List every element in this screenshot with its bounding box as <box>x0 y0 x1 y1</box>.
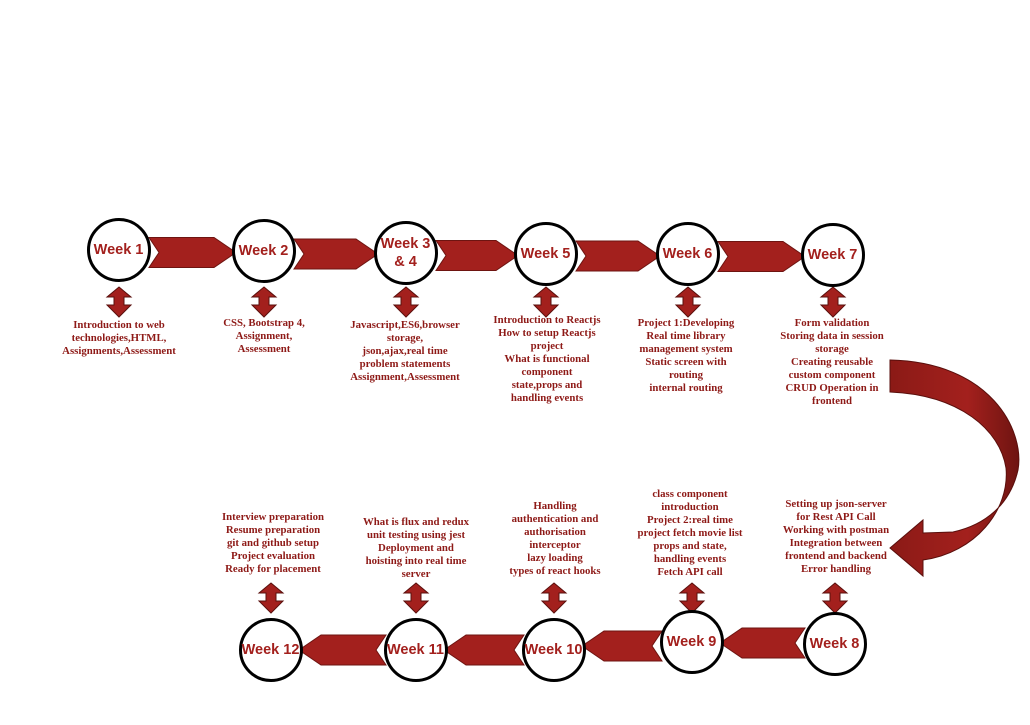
week-node: Week 8 <box>802 611 867 676</box>
week-label: Week 10 <box>524 641 583 658</box>
updown-arrow-icon <box>402 582 430 614</box>
updown-arrow-icon <box>819 286 847 318</box>
week-description: Form validation Storing data in session … <box>780 317 884 407</box>
chevron-arrow <box>719 627 806 659</box>
week-node: Week 9 <box>659 609 724 674</box>
week-description: Handling authentication and authorisatio… <box>509 500 601 577</box>
chevron-arrow <box>717 241 806 272</box>
week-description: What is flux and redux unit testing usin… <box>363 516 469 580</box>
week-label: Week 5 <box>520 245 571 262</box>
week-description: CSS, Bootstrap 4, Assignment, Assessment <box>223 317 305 355</box>
chevron-arrow <box>435 240 519 271</box>
week-node: Week 2 <box>231 218 296 283</box>
week-label: Week 11 <box>387 641 444 658</box>
week-description: Project 1:Developing Real time library m… <box>637 317 735 394</box>
week-description: Javascript,ES6,browser storage, json,aja… <box>350 319 460 383</box>
week-description: Interview preparation Resume preparation… <box>221 511 325 575</box>
updown-arrow-icon <box>392 286 420 318</box>
week-description: Introduction to web technologies,HTML, A… <box>62 319 176 357</box>
week-label: Week 9 <box>666 633 717 650</box>
week-label: Week 12 <box>241 641 300 658</box>
updown-arrow-icon <box>674 286 702 318</box>
chevron-arrow <box>581 630 663 662</box>
chevron-arrow <box>148 237 237 268</box>
week-label: Week 3 & 4 <box>380 235 431 270</box>
week-label: Week 2 <box>238 242 289 259</box>
week-description: Introduction to Reactjs How to setup Rea… <box>493 314 601 404</box>
curved-return-arrow <box>889 359 1020 578</box>
week-node: Week 5 <box>513 221 578 286</box>
week-node: Week 12 <box>238 617 303 682</box>
week-node: Week 10 <box>521 617 586 682</box>
chevron-arrow <box>293 238 379 270</box>
week-description: Setting up json-server for Rest API Call… <box>782 498 890 575</box>
updown-arrow-icon <box>821 582 849 614</box>
week-description: class component introduction Project 2:r… <box>637 488 743 578</box>
week-node: Week 7 <box>800 222 865 287</box>
week-label: Week 7 <box>807 246 858 263</box>
chevron-arrow <box>298 634 387 666</box>
week-node: Week 11 <box>383 617 448 682</box>
updown-arrow-icon <box>678 582 706 614</box>
updown-arrow-icon <box>105 286 133 318</box>
week-label: Week 8 <box>809 635 860 652</box>
updown-arrow-icon <box>250 286 278 318</box>
chevron-arrow <box>443 634 525 666</box>
updown-arrow-icon <box>540 582 568 614</box>
week-node: Week 3 & 4 <box>373 220 438 285</box>
chevron-arrow <box>575 240 661 272</box>
updown-arrow-icon <box>257 582 285 614</box>
week-node: Week 6 <box>655 221 720 286</box>
week-node: Week 1 <box>86 217 151 282</box>
week-label: Week 6 <box>662 245 713 262</box>
updown-arrow-icon <box>532 286 560 318</box>
week-label: Week 1 <box>93 241 144 258</box>
